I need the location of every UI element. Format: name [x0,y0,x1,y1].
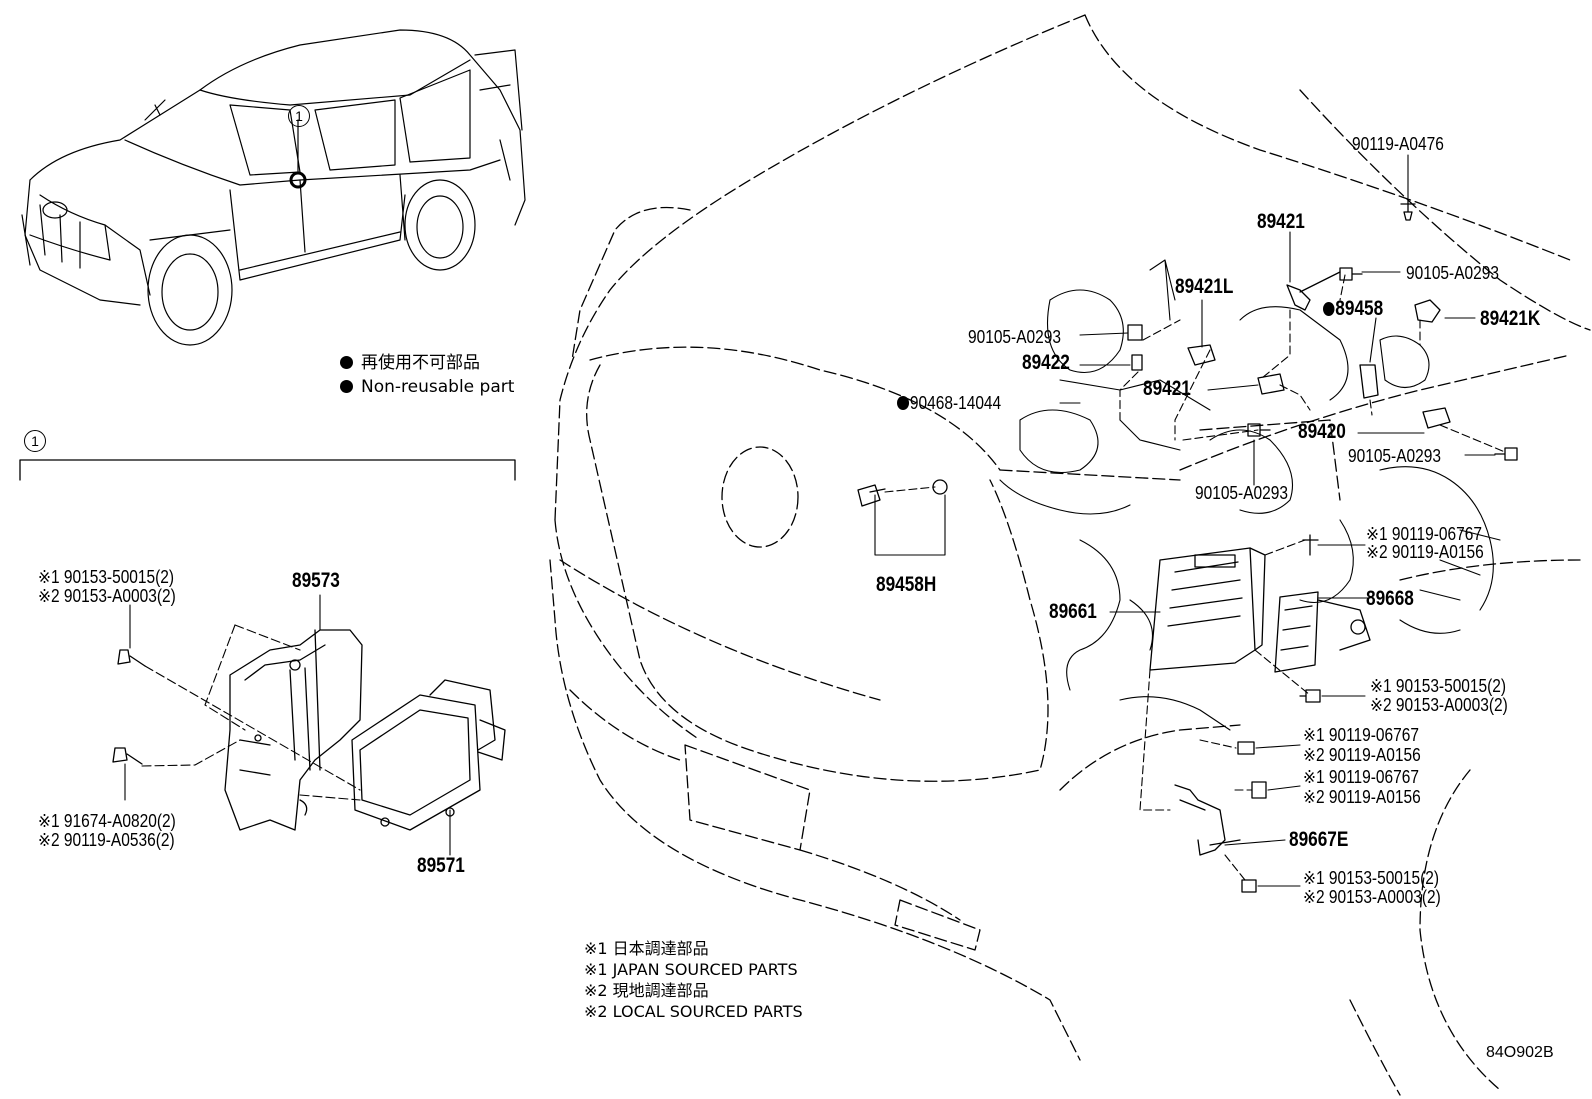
left-bolt-spec-1-line2: ※2 90153-A0003(2) [38,586,176,606]
bolt-spec-4-line2: ※2 90119-A0156 [1303,787,1421,807]
note-2-en: ※2 LOCAL SOURCED PARTS [584,1002,803,1021]
sensors-small-parts [858,200,1517,892]
left-bolt-spec-2-line1: ※1 91674-A0820(2) [38,811,176,831]
part-label-89573: 89573 [292,569,340,592]
part-label-90119-a0476: 90119-A0476 [1352,134,1444,154]
part-label-89458: 89458 [1323,297,1384,320]
bolt-spec-1-line2: ※2 90119-A0156 [1366,542,1484,562]
note-1-jp: ※1 日本調達部品 [584,939,709,958]
left-leader-lines [125,595,450,855]
detail-box [20,460,515,480]
part-label-89668: 89668 [1366,587,1414,610]
part-label-90105-a0293-c: 90105-A0293 [1348,446,1441,466]
ecm-89661-shape [1150,548,1265,670]
part-label-89420: 89420 [1298,420,1346,443]
part-label-90105-a0293-b: 90105-A0293 [968,327,1061,347]
bolt-spec-5-line2: ※2 90153-A0003(2) [1303,887,1441,907]
note-1-en: ※1 JAPAN SOURCED PARTS [584,960,798,979]
ecu-89571-shape [352,680,505,830]
leader-lines [875,155,1495,886]
non-reusable-dot [897,396,910,410]
part-label-89421-mid: 89421 [1143,377,1191,400]
diagram-id: 84O902B [1486,1044,1554,1061]
part-label-90105-a0293-a: 90105-A0293 [1406,263,1499,283]
part-label-89421k: 89421K [1480,307,1541,330]
bolt-spec-3-line2: ※2 90119-A0156 [1303,745,1421,765]
part-label-90105-a0293-d: 90105-A0293 [1195,483,1288,503]
assembly-dashed-lines [885,275,1505,880]
bolt-spec-2-line2: ※2 90153-A0003(2) [1370,695,1508,715]
bracket-89667e-shape [1175,785,1240,855]
legend-non-reusable-en: Non-reusable part [340,376,514,398]
part-label-89458h: 89458H [876,573,937,596]
part-label-89458-text: 89458 [1335,297,1384,320]
part-label-89421-top: 89421 [1257,210,1305,233]
part-label-89422: 89422 [1022,351,1070,374]
left-bolt-spec-1-line1: ※1 90153-50015(2) [38,567,175,587]
cover-89573-shape [225,630,362,830]
vehicle-front-outline [550,15,1590,1095]
module-89668-shape [1275,592,1370,672]
part-label-89661: 89661 [1049,600,1097,623]
callout-marker-vehicle: 1 [288,105,310,127]
sourcing-notes: ※1 日本調達部品 ※1 JAPAN SOURCED PARTS ※2 現地調達… [584,938,803,1022]
callout-marker-detail: 1 [24,430,46,452]
part-label-90468-14044-text: 90468-14044 [909,393,1002,413]
bolt-spec-3-line1: ※1 90119-06767 [1303,725,1419,745]
part-label-89571: 89571 [417,854,465,877]
part-label-89667e: 89667E [1289,828,1349,851]
bolt-spec-1-line1: ※1 90119-06767 [1366,524,1482,544]
engine-bay-detail [1000,260,1500,730]
bolt-spec-4-line1: ※1 90119-06767 [1303,767,1419,787]
left-bolts [113,650,145,764]
part-label-90468-14044: 90468-14044 [897,393,1001,413]
note-2-jp: ※2 現地調達部品 [584,981,709,1000]
bolt-spec-5-line1: ※1 90153-50015(2) [1303,868,1440,888]
left-bolt-spec-2-line2: ※2 90119-A0536(2) [38,830,175,850]
bolt-spec-2-line1: ※1 90153-50015(2) [1370,676,1507,696]
legend-non-reusable-jp: 再使用不可部品 [340,352,480,374]
part-label-89421l: 89421L [1175,275,1234,298]
left-dashed-lines [142,625,360,800]
vehicle-overview-illustration [22,30,525,345]
non-reusable-dot [1323,302,1335,316]
